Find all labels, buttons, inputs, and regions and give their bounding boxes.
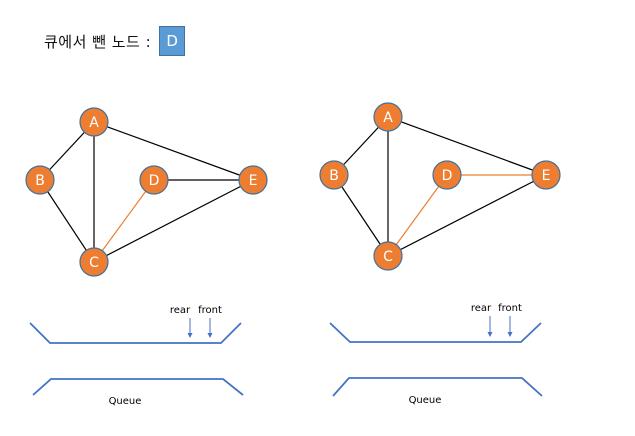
rear-arrow-icon [487, 332, 493, 337]
queue-top-wall [329, 322, 542, 343]
node-circle [139, 165, 169, 195]
front-arrow-icon [207, 333, 213, 338]
page-title: 큐에서 뺀 노드 : [44, 32, 152, 51]
node-d: D [432, 160, 462, 190]
node-circle [79, 107, 109, 137]
queue-label: Queue [109, 396, 142, 407]
node-b: B [319, 160, 349, 190]
node-label: C [383, 249, 393, 265]
node-d: D [139, 165, 169, 195]
queue-bottom-wall [32, 378, 244, 396]
title-row: 큐에서 뺀 노드 : D [44, 26, 186, 56]
front-label: front [498, 303, 522, 314]
edge-b-c [333, 174, 389, 257]
edge-c-d [387, 174, 448, 257]
node-c: C [79, 247, 109, 277]
node-circle [79, 247, 109, 277]
edge-b-c [39, 179, 95, 263]
node-label: B [329, 168, 339, 184]
queue-bottom-wall [332, 377, 543, 397]
node-circle [432, 160, 462, 190]
rear-label: rear [170, 305, 191, 316]
rear-arrow-icon [187, 333, 193, 338]
edge-c-e [387, 174, 547, 257]
queue-top-wall [29, 322, 242, 344]
rear-label: rear [471, 303, 492, 314]
node-a: A [373, 102, 403, 132]
edge-c-d [93, 179, 155, 263]
node-circle [238, 165, 268, 195]
node-b: B [25, 165, 55, 195]
node-label: D [442, 168, 453, 184]
node-label: A [383, 110, 393, 126]
edge-a-e [93, 121, 254, 181]
node-label: B [35, 173, 45, 189]
node-label: D [149, 173, 160, 189]
node-circle [373, 102, 403, 132]
edge-c-e [93, 179, 254, 263]
node-e: E [238, 165, 268, 195]
dequeued-node-box: D [159, 26, 186, 56]
queue-label: Queue [409, 395, 442, 406]
node-label: C [89, 255, 99, 271]
node-circle [531, 160, 561, 190]
node-c: C [373, 241, 403, 271]
node-label: E [542, 168, 551, 184]
edge-a-e [387, 116, 547, 176]
node-circle [319, 160, 349, 190]
node-label: E [249, 173, 258, 189]
node-e: E [531, 160, 561, 190]
node-circle [25, 165, 55, 195]
front-arrow-icon [507, 332, 513, 337]
node-label: A [89, 115, 99, 131]
node-a: A [79, 107, 109, 137]
front-label: front [198, 305, 222, 316]
node-circle [373, 241, 403, 271]
